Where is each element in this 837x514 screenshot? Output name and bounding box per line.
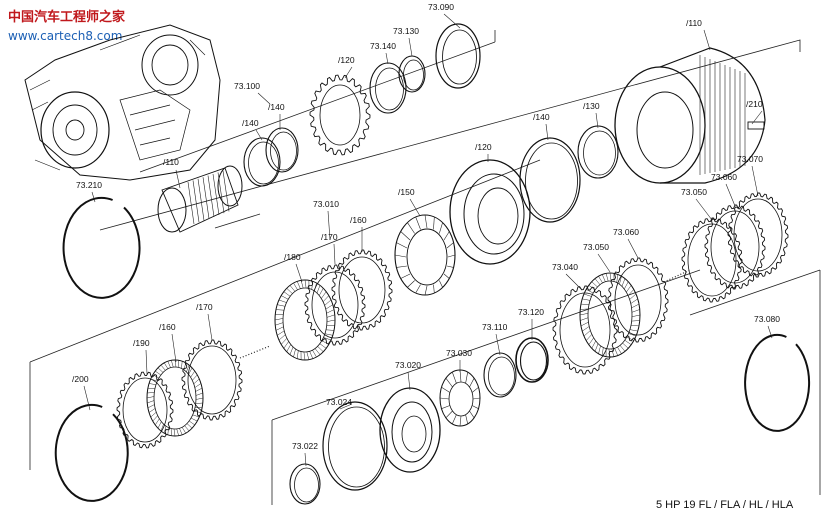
callout-c_180: /180: [284, 252, 301, 262]
callout-c_73100: 73.100: [234, 81, 260, 91]
callout-c_73070: 73.070: [737, 154, 763, 164]
o-ring-140a: [265, 127, 299, 173]
callout-c_130: /130: [583, 101, 600, 111]
callout-c_73210: 73.210: [76, 180, 102, 190]
steel-plate-160a: [331, 249, 393, 331]
washer-73090: [435, 23, 481, 89]
clutch-plate-73050a: [681, 217, 743, 303]
callout-c_160a: /160: [350, 215, 367, 225]
ring-73120: [515, 337, 549, 383]
callout-c_140c: /140: [533, 112, 550, 122]
clutch-plate-73060b: [607, 257, 669, 343]
o-ring-73024: [322, 401, 388, 491]
callout-c_120b: /120: [475, 142, 492, 152]
gear-120a: [309, 74, 371, 156]
snap-ring-73080: [744, 334, 811, 432]
callout-c_73040: 73.040: [552, 262, 578, 272]
callout-c_210: /210: [746, 99, 763, 109]
callout-labels: 73.090/110 73.130 73.140/120 73.100/140/140…: [72, 2, 780, 451]
callout-c_73030: 73.030: [446, 348, 472, 358]
watermark-chinese: 中国汽车工程师之家: [8, 9, 126, 25]
callout-c_140a: /140: [268, 102, 285, 112]
ring-130: [577, 125, 619, 179]
piston-120b: [449, 159, 531, 265]
callout-c_73060: 73.060: [711, 172, 737, 182]
callout-c_140b: /140: [242, 118, 259, 128]
steel-plate-170a: [304, 264, 366, 346]
callout-c_73120: 73.120: [518, 307, 544, 317]
model-footer: 5 HP 19 FL / FLA / HL / HLA: [656, 499, 794, 511]
callout-c_73022: 73.022: [292, 441, 318, 451]
callout-c_73080: 73.080: [754, 314, 780, 324]
ring-73110: [483, 352, 517, 398]
o-ring-140b: [243, 137, 281, 187]
callout-c_170a: /170: [321, 232, 338, 242]
callout-c_110b: /110: [163, 157, 179, 167]
callout-c_190: /190: [133, 338, 150, 348]
callout-c_73020: 73.020: [395, 360, 421, 370]
clutch-plate-73040: [552, 285, 618, 375]
watermark-url: www.cartech8.com: [8, 29, 122, 43]
spring-plate-150: [394, 214, 456, 296]
friction-plate-160b: [146, 359, 204, 437]
o-ring-140c: [519, 137, 581, 223]
ring-73140: [369, 62, 407, 114]
transmission-housing: [24, 24, 221, 181]
steel-plate-190: [116, 371, 174, 449]
callout-c_73024: 73.024: [326, 397, 352, 407]
steel-plate-170b: [181, 339, 243, 421]
leader-lines: [83, 13, 773, 467]
callout-c_150: /150: [398, 187, 415, 197]
callout-c_170b: /170: [196, 302, 213, 312]
o-ring-73022: [289, 463, 321, 505]
callout-c_73130: 73.130: [393, 26, 419, 36]
dotted-guides: [239, 269, 691, 359]
clutch-plate-73050b: [579, 272, 641, 358]
callout-c_73010: 73.010: [313, 199, 339, 209]
callout-c_73140: 73.140: [370, 41, 396, 51]
callout-c_73090: 73.090: [428, 2, 454, 12]
callout-c_160b: /160: [159, 322, 176, 332]
callout-c_73060b: 73.060: [613, 227, 639, 237]
callout-c_110a: /110: [686, 18, 702, 28]
spring-cage-73030: [439, 369, 481, 427]
shaft-hub-110: [157, 165, 243, 233]
callout-c_73050b: 73.050: [583, 242, 609, 252]
callout-c_73050a: 73.050: [681, 187, 707, 197]
callout-c_200: /200: [72, 374, 89, 384]
snap-ring-73210: [62, 196, 141, 299]
callout-c_120a: /120: [338, 55, 355, 65]
friction-plate-180: [274, 279, 336, 361]
snap-ring-200: [54, 404, 129, 502]
callout-c_73110: 73.110: [482, 322, 508, 332]
clutch-drum-110: [614, 47, 766, 184]
assembly-frame-lines: [29, 30, 821, 505]
parts-layer: [54, 13, 811, 505]
piston-73020: [379, 387, 441, 473]
